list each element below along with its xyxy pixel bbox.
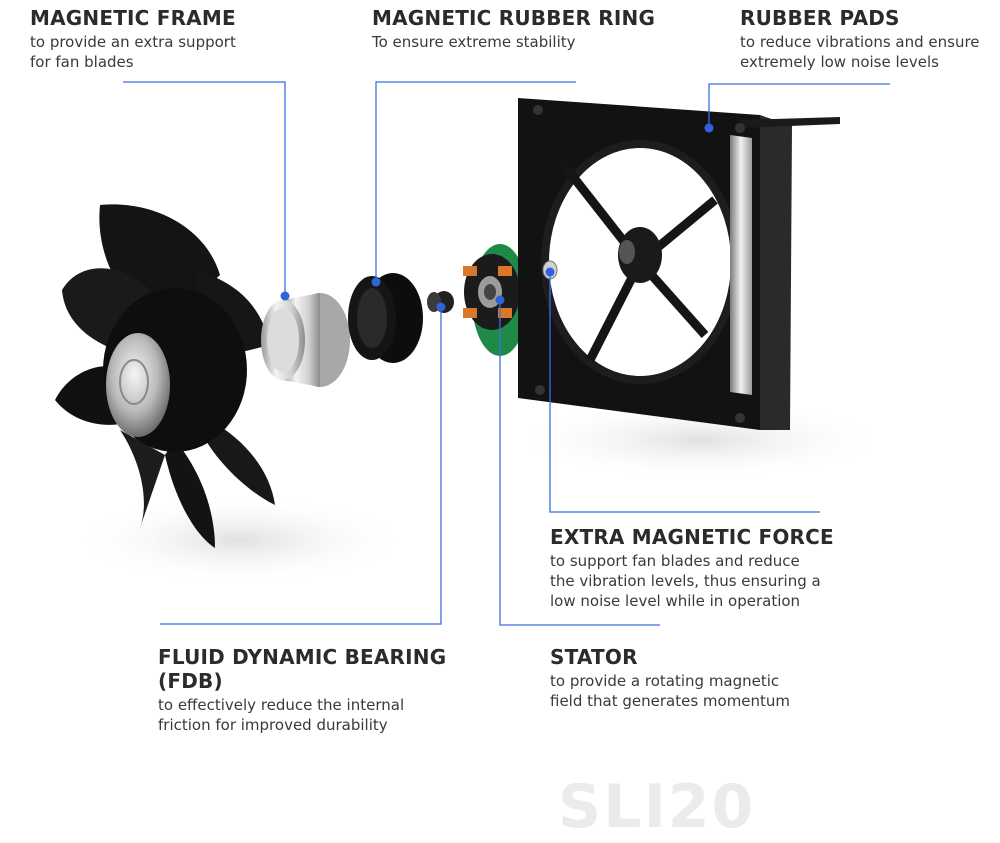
label-magnetic-rubber-ring: MAGNETIC RUBBER RING To ensure extreme s…: [372, 6, 672, 52]
dot-rubber-pads: [704, 123, 714, 133]
label-desc: to support fan blades and reduce the vib…: [550, 551, 870, 611]
label-title: MAGNETIC FRAME: [30, 6, 236, 30]
model-watermark: SLI20: [558, 772, 756, 842]
label-magnetic-frame: MAGNETIC FRAME to provide an extra suppo…: [30, 6, 330, 72]
label-desc: to effectively reduce the internal frict…: [158, 695, 458, 735]
label-extra-magnetic-force: EXTRA MAGNETIC FORCE to support fan blad…: [550, 525, 870, 611]
dot-fdb: [436, 302, 446, 312]
fan-blade-assembly: [55, 204, 275, 548]
dot-magnetic-frame: [280, 291, 290, 301]
anchor-dots: [280, 123, 714, 312]
label-title: FLUID DYNAMIC BEARING (FDB): [158, 645, 458, 693]
fan-shadow: [70, 495, 410, 585]
desc-line: to provide an extra support: [30, 33, 236, 51]
title-line: FLUID DYNAMIC BEARING: [158, 645, 447, 669]
desc-line: to reduce vibrations and ensure: [740, 33, 980, 51]
leader-line-stator: [499, 300, 660, 626]
dot-extra-force: [545, 267, 555, 277]
label-title: STATOR: [550, 645, 638, 669]
magnetic-rubber-ring: [348, 273, 423, 363]
dot-stator: [495, 295, 505, 305]
label-desc: To ensure extreme stability: [372, 32, 672, 52]
label-stator: STATOR to provide a rotating magnetic fi…: [550, 645, 850, 711]
desc-line: extremely low noise levels: [740, 53, 939, 71]
fan-hub-logo: [119, 359, 149, 405]
leader-line-rubber-pads: [708, 83, 890, 128]
label-title: MAGNETIC RUBBER RING: [372, 6, 656, 30]
desc-line: the vibration levels, thus ensuring a: [550, 572, 821, 590]
desc-line: to support fan blades and reduce: [550, 552, 800, 570]
magnetic-frame-ring: [261, 293, 350, 387]
fan-blade: [200, 420, 275, 505]
leader-line-extra-force: [549, 272, 820, 513]
desc-line: friction for improved durability: [158, 716, 388, 734]
dot-rubber-ring: [371, 277, 381, 287]
leader-line-fdb: [160, 307, 442, 625]
desc-line: for fan blades: [30, 53, 134, 71]
leader-lines: [123, 81, 890, 626]
desc-line: to effectively reduce the internal: [158, 696, 405, 714]
fan-hub-cap: [106, 333, 170, 437]
label-title: RUBBER PADS: [740, 6, 900, 30]
label-desc: to reduce vibrations and ensure extremel…: [740, 32, 1000, 72]
frame-shadow: [510, 400, 890, 480]
desc-line: low noise level while in operation: [550, 592, 801, 610]
desc-line: To ensure extreme stability: [372, 33, 576, 51]
fan-blade: [165, 440, 215, 548]
fan-frame: [518, 98, 840, 430]
label-fluid-dynamic-bearing: FLUID DYNAMIC BEARING (FDB) to effective…: [158, 645, 458, 735]
label-desc: to provide an extra support for fan blad…: [30, 32, 330, 72]
leader-line-magnetic-frame: [123, 81, 286, 296]
label-rubber-pads: RUBBER PADS to reduce vibrations and ens…: [740, 6, 1000, 72]
desc-line: to provide a rotating magnetic: [550, 672, 780, 690]
leader-line-rubber-ring: [375, 81, 576, 282]
fan-blade: [120, 430, 165, 528]
label-desc: to provide a rotating magnetic field tha…: [550, 671, 850, 711]
frame-light-strip: [730, 135, 752, 395]
label-title: EXTRA MAGNETIC FORCE: [550, 525, 834, 549]
title-line: (FDB): [158, 669, 223, 693]
desc-line: field that generates momentum: [550, 692, 791, 710]
